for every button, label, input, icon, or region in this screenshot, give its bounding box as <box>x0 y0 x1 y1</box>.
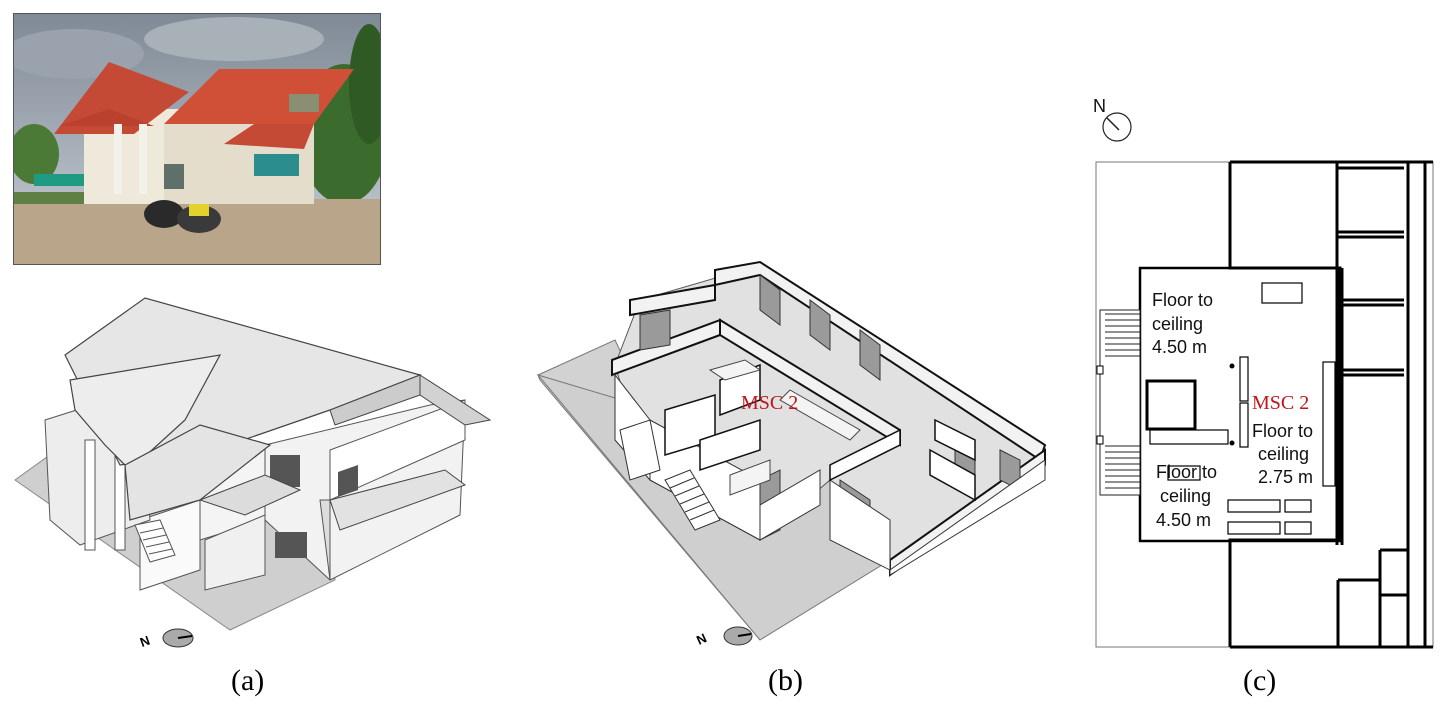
caption-a: (a) <box>231 664 265 697</box>
zone-label-c: MSC 2 <box>1252 392 1309 414</box>
interior-3d-model: MSC 2 N <box>536 260 1047 648</box>
north-label: N <box>1093 96 1106 116</box>
svg-text:N: N <box>138 633 152 650</box>
ceiling-note-3-line1: Floor to <box>1156 462 1217 482</box>
zone-label-b: MSC 2 <box>741 392 798 414</box>
ceiling-note-3-line2: ceiling <box>1160 486 1211 506</box>
north-arrow-icon: N <box>694 626 753 648</box>
ceiling-note-2-line3: 2.75 m <box>1258 467 1313 487</box>
north-arrow-icon: N <box>138 628 194 650</box>
ceiling-note-2-line2: ceiling <box>1258 444 1309 464</box>
house-photo-image <box>4 14 389 264</box>
floor-plan: N <box>1093 96 1434 649</box>
caption-b: (b) <box>768 664 803 697</box>
north-arrow-icon: N <box>1093 96 1132 142</box>
house-photo <box>4 13 389 265</box>
ceiling-note-1-line2: ceiling <box>1152 314 1203 334</box>
exterior-3d-model: N <box>14 297 492 650</box>
caption-c: (c) <box>1243 664 1277 697</box>
ceiling-note-2-line1: Floor to <box>1252 421 1313 441</box>
ceiling-note-1-line1: Floor to <box>1152 290 1213 310</box>
ceiling-note-3-line3: 4.50 m <box>1156 510 1211 530</box>
svg-text:N: N <box>694 630 709 648</box>
ceiling-note-1-line3: 4.50 m <box>1152 337 1207 357</box>
